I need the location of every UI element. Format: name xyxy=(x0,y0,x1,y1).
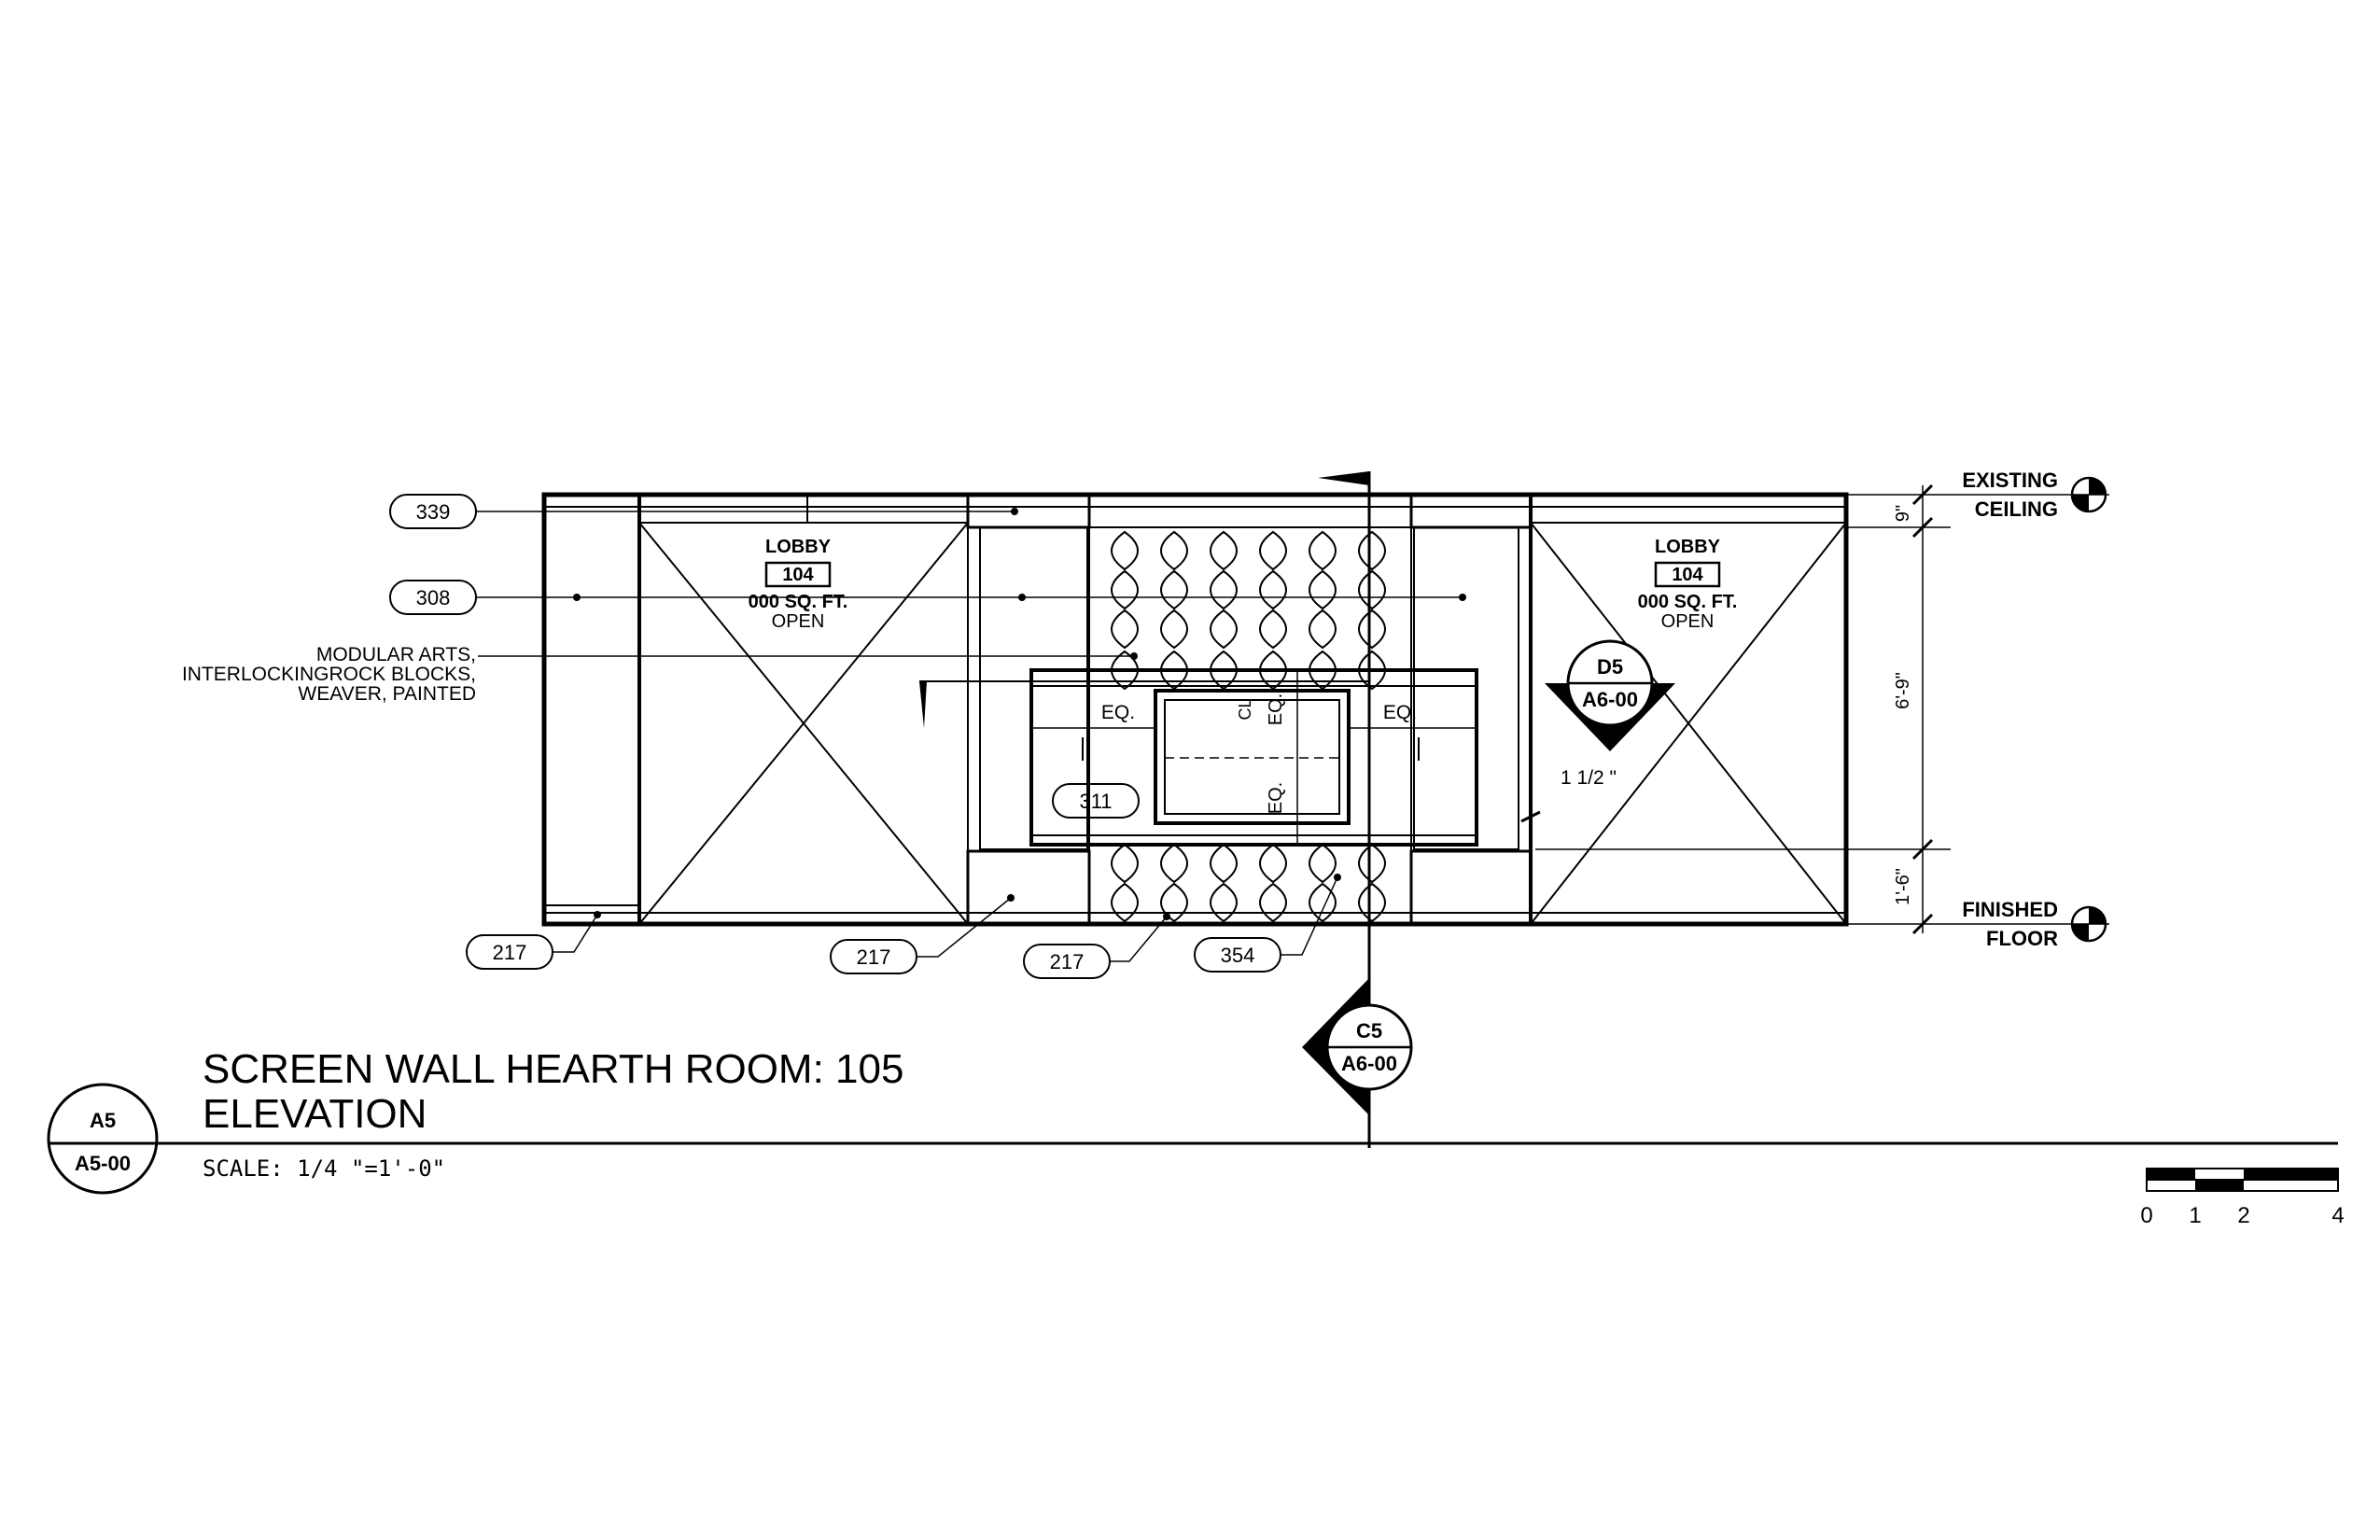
room-status: OPEN xyxy=(1661,611,1715,632)
view-detail-number: A5 xyxy=(90,1109,116,1132)
level-floor: FINISHED FLOOR xyxy=(1951,898,2109,950)
room-name: LOBBY xyxy=(1655,537,1721,557)
svg-text:311: 311 xyxy=(1079,790,1112,813)
svg-text:CEILING: CEILING xyxy=(1975,497,2058,521)
fireplace xyxy=(1029,668,1478,847)
svg-text:C5: C5 xyxy=(1356,1019,1382,1043)
wall-outline xyxy=(541,492,1849,927)
vertical-dimension-string: 9" 6'-9" 1'-6" xyxy=(1535,483,1951,935)
room-area: 000 SQ. FT. xyxy=(749,592,848,612)
svg-text:CL: CL xyxy=(1236,698,1254,720)
view-title-line1: SCREEN WALL HEARTH ROOM: 105 xyxy=(203,1046,903,1092)
left-opening xyxy=(638,495,969,925)
view-sheet-number: A5-00 xyxy=(75,1152,131,1175)
rock-block-pattern xyxy=(1111,530,1386,923)
svg-text:EQ.: EQ. xyxy=(1101,702,1135,723)
svg-text:1'-6": 1'-6" xyxy=(1893,868,1913,905)
keynote-311: 311 xyxy=(1052,783,1140,819)
fireplace-dimensions: EQ. EQ. EQ. EQ. CL xyxy=(1082,693,1420,814)
svg-text:9": 9" xyxy=(1893,505,1913,522)
keynote-354: 354 xyxy=(1194,874,1341,973)
room-number: 104 xyxy=(1672,565,1703,585)
svg-text:217: 217 xyxy=(493,941,527,964)
room-name: LOBBY xyxy=(765,537,832,557)
view-scale: SCALE: 1/4 "=1'-0" xyxy=(203,1155,445,1182)
view-title: A5 A5-00 SCREEN WALL HEARTH ROOM: 105 EL… xyxy=(47,1046,2338,1195)
svg-text:A6-00: A6-00 xyxy=(1582,688,1638,711)
svg-text:1 1/2 ": 1 1/2 " xyxy=(1561,767,1617,789)
svg-text:339: 339 xyxy=(416,500,451,524)
keynote-217-right: 217 xyxy=(1023,913,1170,979)
room-status: OPEN xyxy=(772,611,825,632)
svg-text:6'-9": 6'-9" xyxy=(1893,672,1913,709)
keynote-339: 339 xyxy=(389,494,1018,529)
room-tag-right: LOBBY 104 000 SQ. FT. OPEN xyxy=(1638,537,1738,632)
svg-text:EXISTING: EXISTING xyxy=(1962,469,2058,492)
svg-text:EQ.: EQ. xyxy=(1266,693,1286,725)
svg-text:308: 308 xyxy=(416,586,451,609)
svg-text:217: 217 xyxy=(857,945,891,969)
svg-text:EQ.: EQ. xyxy=(1266,782,1286,814)
keynote-217-center: 217 xyxy=(830,894,1015,974)
svg-text:1: 1 xyxy=(2189,1203,2201,1228)
section-cut-line xyxy=(919,471,1371,1148)
section-ref-c5: C5 A6-00 xyxy=(1302,978,1413,1115)
room-tag-left: LOBBY 104 000 SQ. FT. OPEN xyxy=(749,537,848,632)
view-title-line2: ELEVATION xyxy=(203,1091,427,1137)
svg-text:217: 217 xyxy=(1050,950,1085,973)
room-number: 104 xyxy=(782,565,814,585)
scale-bar: 0 1 2 4 xyxy=(2140,1168,2345,1228)
svg-text:INTERLOCKINGROCK BLOCKS,: INTERLOCKINGROCK BLOCKS, xyxy=(182,664,476,685)
svg-text:FLOOR: FLOOR xyxy=(1986,927,2058,950)
svg-text:EQ.: EQ. xyxy=(1383,702,1417,723)
svg-text:WEAVER, PAINTED: WEAVER, PAINTED xyxy=(298,683,476,705)
keynote-217-left: 217 xyxy=(466,911,601,970)
material-note: MODULAR ARTS, INTERLOCKINGROCK BLOCKS, W… xyxy=(182,644,1138,705)
right-opening xyxy=(1530,522,1847,925)
svg-text:MODULAR ARTS,: MODULAR ARTS, xyxy=(316,644,476,665)
svg-text:0: 0 xyxy=(2140,1203,2152,1228)
keynote-308: 308 xyxy=(389,580,1466,615)
svg-text:4: 4 xyxy=(2331,1203,2344,1228)
svg-text:2: 2 xyxy=(2237,1203,2249,1228)
section-ref-d5: D5 A6-00 xyxy=(1545,639,1675,751)
svg-text:D5: D5 xyxy=(1597,655,1623,679)
svg-text:A6-00: A6-00 xyxy=(1341,1052,1397,1075)
offset-dimension: 1 1/2 " xyxy=(1520,765,1617,845)
svg-text:354: 354 xyxy=(1221,944,1255,967)
level-ceiling: EXISTING CEILING xyxy=(1951,469,2109,521)
room-area: 000 SQ. FT. xyxy=(1638,592,1738,612)
svg-text:FINISHED: FINISHED xyxy=(1962,898,2058,921)
